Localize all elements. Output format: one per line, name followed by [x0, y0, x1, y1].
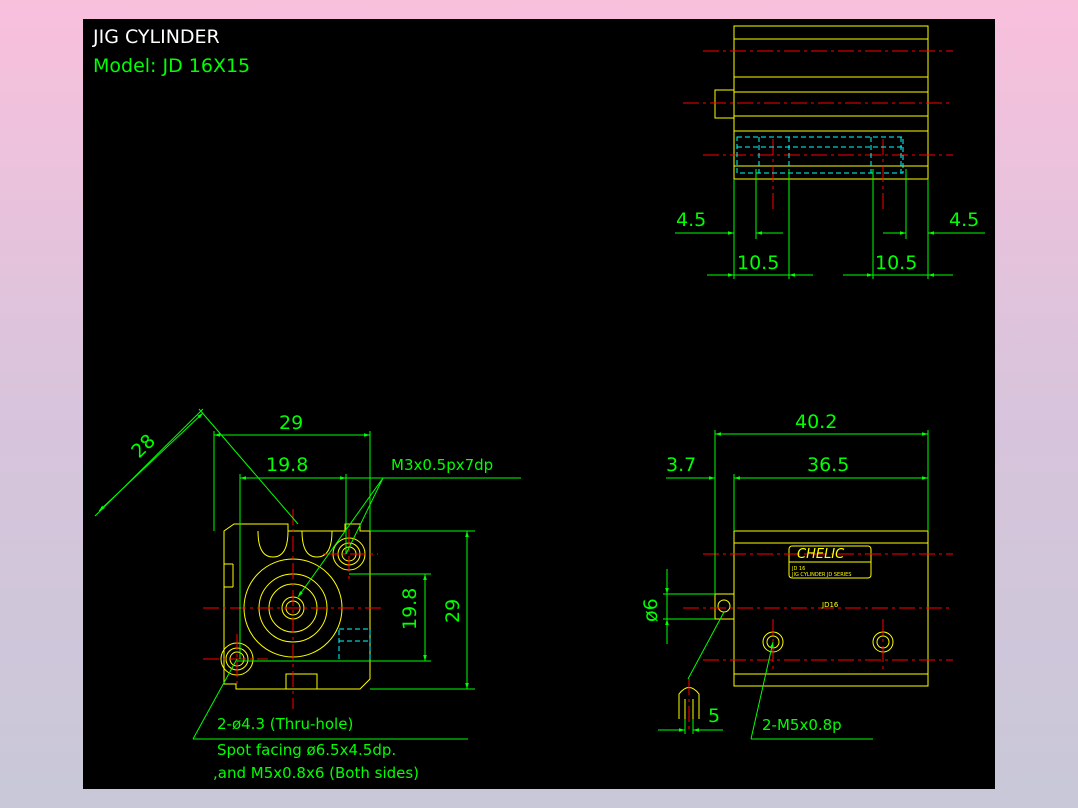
side-view-dimensions [658, 430, 929, 740]
dim-side-36-5: 36.5 [807, 454, 849, 476]
dim-front-19-8-height: 19.8 [399, 588, 421, 630]
dim-top-4-5-right: 4.5 [949, 209, 979, 231]
plate-line-2: JIG CYLINDER JD SERIES [791, 572, 851, 578]
dim-side-dia-6: ø6 [640, 598, 662, 622]
brand-logo: CHELIC [797, 547, 845, 562]
top-view [714, 25, 929, 180]
front-view-hidden [338, 628, 371, 662]
dim-side-5: 5 [708, 705, 720, 727]
front-view-dimensions [94, 408, 521, 740]
note-hole-callout-3: ,and M5x0.8x6 (Both sides) [213, 764, 419, 782]
dim-top-10-5-left: 10.5 [737, 252, 779, 274]
top-view-dimensions [675, 169, 985, 279]
drawing-title: JIG CYLINDER [92, 26, 220, 48]
note-hole-callout-1: 2-ø4.3 (Thru-hole) [217, 715, 353, 733]
model-mark: JD16 [821, 601, 839, 609]
top-view-hidden [736, 136, 904, 174]
technical-drawing: JIG CYLINDER Model: JD 16X15 [92, 25, 985, 782]
plate-line-1: JD 16 [791, 566, 805, 572]
note-hole-callout-2: Spot facing ø6.5x4.5dp. [217, 741, 396, 759]
dim-side-40-2: 40.2 [795, 411, 837, 433]
note-port-callout: 2-M5x0.8p [762, 716, 842, 734]
note-thread-callout: M3x0.5px7dp [391, 456, 493, 474]
dim-front-29-height: 29 [442, 599, 464, 623]
top-view-centerlines [683, 50, 953, 209]
side-view-centerlines [683, 553, 953, 731]
dim-top-4-5-left: 4.5 [676, 209, 706, 231]
cad-drawing-area: JIG CYLINDER Model: JD 16X15 [83, 19, 995, 789]
dim-top-10-5-right: 10.5 [875, 252, 917, 274]
model-label: Model: JD 16X15 [93, 55, 250, 77]
label-plate: CHELIC JD 16 JIG CYLINDER JD SERIES JD16 [789, 547, 871, 609]
front-view [220, 523, 371, 690]
dim-front-29-width: 29 [279, 412, 303, 434]
front-view-centerlines [203, 509, 383, 709]
dim-side-3-7: 3.7 [666, 454, 696, 476]
dim-front-19-8-hole: 19.8 [266, 454, 308, 476]
